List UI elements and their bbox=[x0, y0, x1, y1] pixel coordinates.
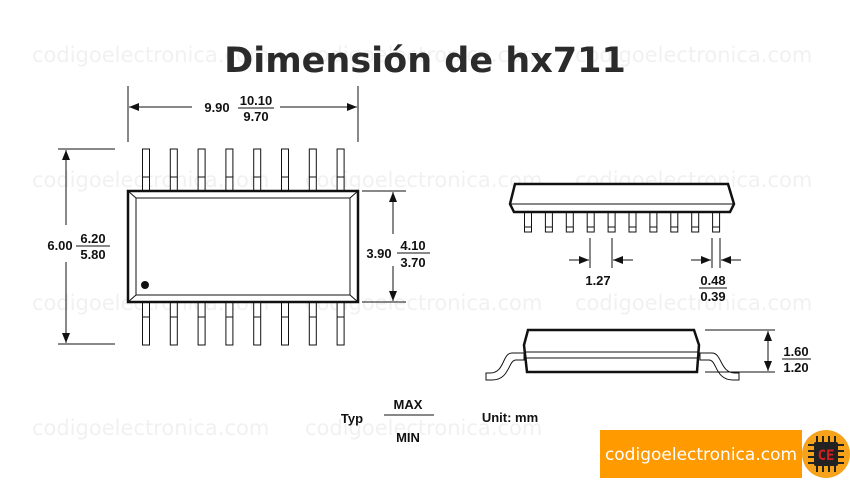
side-pin bbox=[565, 211, 574, 233]
top-view-pins bbox=[142, 148, 345, 346]
side-view-pins bbox=[524, 211, 721, 233]
side-pin bbox=[712, 211, 721, 233]
top-pin bbox=[142, 148, 150, 192]
side-pin bbox=[628, 211, 637, 233]
length-typ: 9.90 bbox=[204, 100, 229, 115]
watermark-text: codigoelectronica.com bbox=[575, 291, 812, 315]
length-max: 10.10 bbox=[240, 93, 273, 108]
top-view: 9.90 10.10 9.70 6.00 6.20 5.80 3.90 4.10… bbox=[47, 86, 430, 346]
pin1-marker-dot bbox=[141, 281, 149, 289]
side-view: 1.27 0.48 0.39 bbox=[508, 182, 741, 304]
pitch-value: 1.27 bbox=[585, 273, 610, 288]
bottom-pin bbox=[281, 301, 289, 346]
legend-typ: Typ bbox=[341, 411, 363, 426]
watermark-text: codigoelectronica.com bbox=[32, 43, 269, 67]
side-pin bbox=[691, 211, 700, 233]
end-package-body bbox=[522, 328, 701, 374]
package-body bbox=[126, 189, 360, 304]
watermark-text: codigoelectronica.com bbox=[32, 416, 269, 440]
legend-unit: Unit: mm bbox=[482, 410, 538, 425]
width-min: 5.80 bbox=[80, 247, 105, 262]
side-pin bbox=[524, 211, 532, 233]
top-pin bbox=[308, 148, 317, 192]
side-pin bbox=[607, 211, 616, 233]
top-pin bbox=[197, 148, 206, 192]
bottom-pin bbox=[142, 301, 150, 346]
ce-chip-logo: CE bbox=[802, 430, 850, 478]
top-pin bbox=[281, 148, 289, 192]
side-pin bbox=[544, 211, 553, 233]
banner-text[interactable]: codigoelectronica.com bbox=[605, 445, 797, 465]
page-title: Dimensión de hx711 bbox=[224, 41, 626, 81]
lead-width-min: 0.39 bbox=[700, 289, 725, 304]
watermark-text: codigoelectronica.com bbox=[305, 43, 542, 67]
bottom-pin bbox=[197, 301, 206, 346]
side-pin bbox=[670, 211, 679, 233]
watermark-text: codigoelectronica.com bbox=[575, 43, 812, 67]
height-max: 1.60 bbox=[783, 344, 808, 359]
bottom-pin bbox=[169, 301, 178, 346]
height-min: 1.20 bbox=[783, 360, 808, 375]
top-pin bbox=[253, 148, 262, 192]
legend-min: MIN bbox=[396, 430, 420, 445]
bottom-pin bbox=[253, 301, 262, 346]
lead-width-max: 0.48 bbox=[700, 273, 725, 288]
bottom-pin bbox=[225, 301, 234, 346]
watermark-text: codigoelectronica.com bbox=[32, 168, 269, 192]
width-max: 6.20 bbox=[80, 231, 105, 246]
width-typ: 6.00 bbox=[47, 238, 72, 253]
bottom-pin bbox=[308, 301, 317, 346]
top-pin bbox=[169, 148, 178, 192]
logo-letters: CE bbox=[818, 448, 835, 464]
body-width-typ: 3.90 bbox=[366, 246, 391, 261]
side-pin bbox=[649, 211, 658, 233]
bottom-pin bbox=[336, 301, 345, 346]
top-pin bbox=[225, 148, 234, 192]
legend: Typ MAX MIN Unit: mm bbox=[341, 397, 538, 445]
watermark-text: codigoelectronica.com bbox=[305, 416, 542, 440]
body-width-min: 3.70 bbox=[400, 255, 425, 270]
body-width-max: 4.10 bbox=[400, 238, 425, 253]
length-min: 9.70 bbox=[243, 109, 268, 124]
site-banner[interactable]: codigoelectronica.com CE bbox=[600, 430, 850, 478]
banner-background bbox=[600, 430, 802, 478]
end-view: 1.60 1.20 bbox=[485, 328, 811, 381]
side-pin bbox=[586, 211, 595, 233]
top-pin bbox=[336, 148, 345, 192]
legend-max: MAX bbox=[394, 397, 423, 412]
side-package-body bbox=[508, 182, 736, 214]
